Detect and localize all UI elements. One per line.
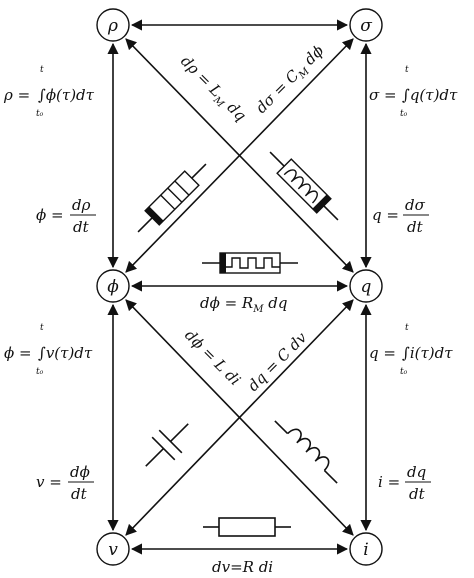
node-q: q bbox=[349, 269, 383, 303]
eq-i-dq-dt: i = dq dt bbox=[378, 463, 431, 503]
resistor-symbol bbox=[203, 517, 291, 537]
eq-dsigma-CM-dphi: dσ = CM dϕ bbox=[252, 42, 329, 119]
svg-text:t: t bbox=[405, 65, 409, 75]
svg-text:ϕ =: ϕ = bbox=[36, 206, 64, 224]
svg-text:dϕ = RM dq: dϕ = RM dq bbox=[200, 294, 287, 315]
svg-text:v: v bbox=[108, 540, 118, 560]
eq-phi-drho-dt: ϕ = dρ dt bbox=[36, 196, 96, 236]
eq-dphi-L-di: dϕ = L di bbox=[181, 326, 244, 389]
node-rho: ρ bbox=[96, 8, 130, 42]
meminductor-symbol bbox=[269, 151, 339, 221]
inductor-symbol bbox=[274, 420, 338, 484]
svg-text:dρ = LM dq: dρ = LM dq bbox=[175, 52, 250, 127]
svg-text:t: t bbox=[405, 323, 409, 333]
svg-text:t: t bbox=[40, 65, 44, 75]
node-phi: ϕ bbox=[96, 269, 130, 303]
svg-text:t₀: t₀ bbox=[400, 109, 408, 119]
eq-drho-LM-dq: dρ = LM dq bbox=[175, 52, 250, 127]
svg-text:ρ =: ρ = bbox=[3, 86, 30, 104]
svg-text:q: q bbox=[361, 277, 372, 297]
svg-text:ρ: ρ bbox=[107, 16, 118, 36]
eq-dq-C-dv: dq = C dv bbox=[244, 328, 311, 395]
memristor-symbol bbox=[202, 252, 298, 274]
svg-text:v =: v = bbox=[36, 473, 62, 491]
node-v: v bbox=[96, 532, 130, 566]
svg-text:dt: dt bbox=[409, 485, 426, 503]
capacitor-symbol bbox=[145, 423, 189, 467]
eq-dphi-RM-dq: dϕ = RM dq bbox=[200, 294, 287, 315]
eq-q-dsigma-dt: q = dσ dt bbox=[372, 196, 429, 236]
svg-text:t: t bbox=[40, 323, 44, 333]
svg-text:dρ: dρ bbox=[72, 196, 91, 214]
svg-text:t₀: t₀ bbox=[36, 367, 44, 377]
eq-phi-integral: ϕ = ∫v(τ)dτ t t₀ bbox=[4, 323, 93, 377]
svg-text:i =: i = bbox=[378, 473, 400, 491]
svg-text:∫v(τ)dτ: ∫v(τ)dτ bbox=[38, 344, 93, 362]
memcapacitor-symbol bbox=[137, 163, 207, 233]
svg-text:dt: dt bbox=[407, 218, 424, 236]
svg-text:ϕ: ϕ bbox=[107, 277, 119, 297]
svg-text:dt: dt bbox=[71, 485, 88, 503]
eq-sigma-integral: σ = ∫q(τ)dτ t t₀ bbox=[369, 65, 458, 119]
svg-text:dσ = CM dϕ: dσ = CM dϕ bbox=[252, 42, 329, 119]
svg-text:ϕ =: ϕ = bbox=[4, 344, 32, 362]
svg-text:dq = C dv: dq = C dv bbox=[244, 328, 311, 395]
svg-text:i: i bbox=[363, 540, 368, 560]
svg-text:dt: dt bbox=[73, 218, 90, 236]
eq-rho-integral: ρ = ∫ϕ(τ)dτ t t₀ bbox=[3, 65, 95, 119]
svg-text:dq: dq bbox=[407, 463, 426, 481]
svg-text:q =: q = bbox=[369, 344, 396, 362]
svg-text:σ =: σ = bbox=[369, 86, 397, 104]
arrow-sigma-phi bbox=[125, 38, 354, 273]
svg-text:dϕ = L di: dϕ = L di bbox=[181, 326, 244, 389]
svg-text:dv=R di: dv=R di bbox=[212, 558, 273, 576]
svg-text:∫i(τ)dτ: ∫i(τ)dτ bbox=[402, 344, 453, 362]
svg-text:t₀: t₀ bbox=[36, 109, 44, 119]
svg-text:q =: q = bbox=[372, 206, 399, 224]
svg-text:t₀: t₀ bbox=[400, 367, 408, 377]
node-i: i bbox=[349, 532, 383, 566]
node-sigma: σ bbox=[349, 8, 383, 42]
svg-text:∫q(τ)dτ: ∫q(τ)dτ bbox=[402, 86, 458, 104]
svg-text:dϕ: dϕ bbox=[70, 463, 90, 481]
svg-text:σ: σ bbox=[360, 16, 372, 36]
arrow-q-v bbox=[125, 299, 354, 536]
svg-text:∫ϕ(τ)dτ: ∫ϕ(τ)dτ bbox=[38, 86, 95, 104]
eq-v-dphi-dt: v = dϕ dt bbox=[36, 463, 94, 503]
svg-text:dσ: dσ bbox=[405, 196, 426, 214]
eq-dv-R-di: dv=R di bbox=[212, 558, 273, 576]
eq-q-integral: q = ∫i(τ)dτ t t₀ bbox=[369, 323, 453, 377]
